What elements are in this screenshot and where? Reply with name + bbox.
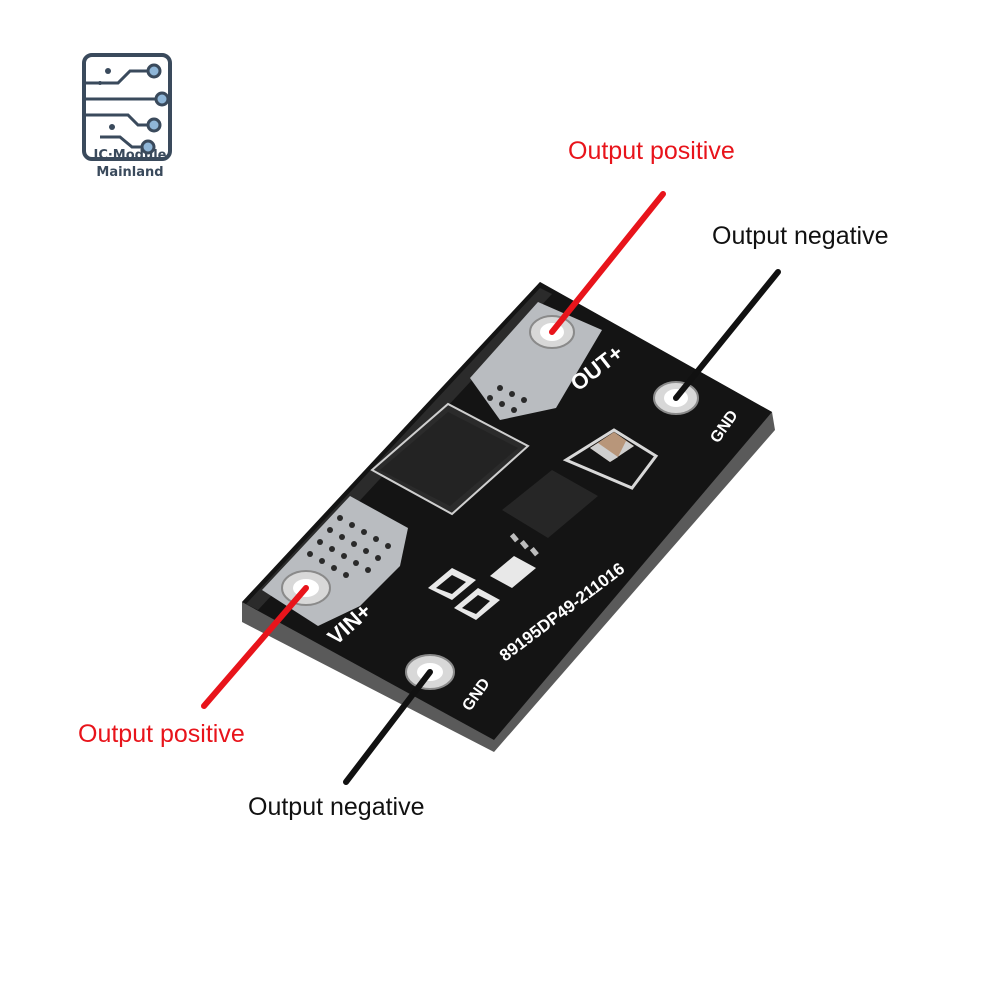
controller-ic xyxy=(502,470,598,538)
callout-top-negative: Output negative xyxy=(712,222,889,250)
callout-line-top-positive xyxy=(549,191,666,335)
callout-top-positive: Output positive xyxy=(568,137,735,165)
ic-module-logo-icon xyxy=(82,53,172,161)
logo-line-1: IC·Module xyxy=(93,148,167,163)
logo-text: IC·Module Mainland xyxy=(60,147,200,181)
callout-line-top-negative xyxy=(673,269,781,401)
callout-line-bottom-negative xyxy=(343,669,433,785)
callout-line-bottom-positive xyxy=(201,585,309,709)
logo-line-2: Mainland xyxy=(96,165,164,180)
callout-bottom-positive: Output positive xyxy=(78,720,245,748)
via-grid xyxy=(307,515,391,578)
smd-capacitor xyxy=(562,428,659,490)
callout-bottom-negative: Output negative xyxy=(248,793,425,821)
